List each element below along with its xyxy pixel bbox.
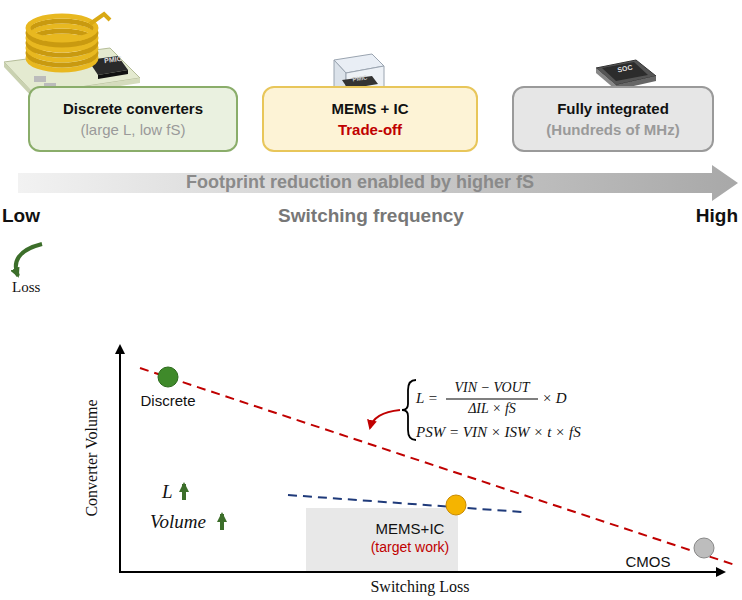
axis-end-label: Low [2, 205, 40, 227]
box-title: Fully integrated [557, 100, 669, 117]
point-label: CMOS [626, 553, 671, 570]
x-axis [119, 571, 724, 573]
box-subtitle: (large L, low fS) [80, 121, 185, 138]
box-title: Discrete converters [63, 100, 203, 117]
loss-arrow [16, 244, 42, 276]
equation: PSW = VIN × ISW × t × fS [416, 424, 581, 441]
axis-title: Switching frequency [278, 205, 464, 227]
pointer-arrow [370, 410, 400, 428]
target-region [306, 508, 458, 571]
box-subtitle: Trade-off [338, 121, 402, 138]
equation: ΔIL × fS [468, 401, 516, 417]
bracket [402, 380, 416, 440]
category-box: Discrete converters (large L, low fS) [28, 86, 238, 152]
coil-winding [28, 16, 96, 40]
equation: × D [542, 390, 567, 407]
data-point [694, 538, 714, 558]
data-point [158, 367, 178, 387]
box-title: MEMS + IC [331, 100, 408, 117]
loss-label: Loss [12, 279, 40, 296]
trend-line [140, 368, 738, 566]
trend-label: L [162, 481, 173, 503]
frequency-arrow [18, 165, 738, 201]
coil-lead [90, 14, 110, 24]
axis-end-label: High [696, 205, 738, 227]
x-axis-title: Switching Loss [370, 578, 469, 596]
equation: L = [416, 390, 438, 407]
point-label: Discrete [140, 392, 195, 409]
category-box: MEMS + IC Trade-off [262, 86, 478, 152]
fraction-bar [446, 398, 538, 399]
up-arrow [220, 514, 224, 530]
box-subtitle: (Hundreds of MHz) [546, 121, 679, 138]
point-label: MEMS+IC [376, 520, 445, 537]
equation: VIN − VOUT [454, 380, 529, 396]
category-box: Fully integrated (Hundreds of MHz) [512, 86, 714, 152]
y-axis [119, 346, 121, 572]
band-title: Footprint reduction enabled by higher fS [186, 172, 534, 193]
point-note: (target work) [371, 539, 450, 555]
trend-line [288, 495, 522, 512]
y-axis-title: Converter Volume [83, 399, 101, 516]
data-point [446, 495, 466, 515]
up-arrow [182, 484, 186, 500]
trend-label: Volume [150, 511, 206, 533]
